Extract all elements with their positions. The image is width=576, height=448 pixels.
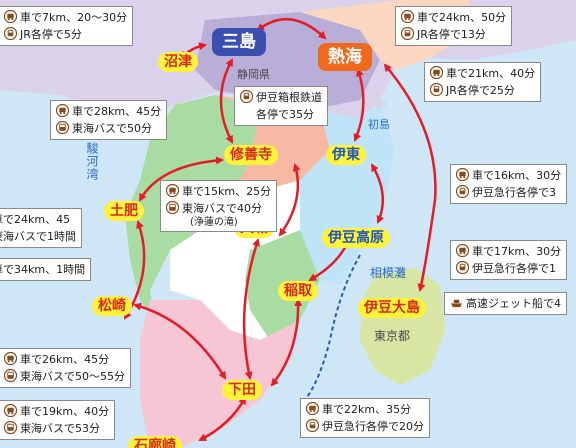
train-icon xyxy=(430,83,443,96)
place-izukogen: 伊豆高原 xyxy=(322,228,390,248)
route-arrows xyxy=(123,18,437,442)
route-matsuzaki-shimoda xyxy=(133,302,227,380)
place-toi: 土肥 xyxy=(104,201,144,221)
place-shuzenji: 修善寺 xyxy=(224,145,278,165)
place-izuoshima: 伊豆大島 xyxy=(358,298,426,318)
train-icon xyxy=(306,419,319,432)
train-route-text: JR各停で5分 xyxy=(20,28,82,41)
ferry-route-text: 高速ジェット船で4 xyxy=(466,297,561,310)
info-shuzenji-toi: 車で28km、45分 東海バスで50分 xyxy=(50,100,168,140)
route-shuzenji-amagi xyxy=(278,163,301,237)
route-shuzenji-toi xyxy=(138,156,224,202)
train-route-text: JR各停で25分 xyxy=(446,84,515,97)
train-icon xyxy=(456,185,469,198)
train-icon xyxy=(240,90,253,103)
waterfall-note: (浄蓮の滝) xyxy=(190,217,238,228)
train-route-text: 伊豆急行各停で3 xyxy=(472,186,556,199)
place-numazu: 沼津 xyxy=(158,52,198,72)
info-mishima-numazu: 車で7km、20〜30分 JR各停で5分 xyxy=(0,6,134,46)
info-matsuzaki-shimoda: 車で26km、45分 東海バスで50〜55分 xyxy=(0,348,131,388)
info-mishima-shuzenji: 伊豆箱根鉄道 各停で35分 xyxy=(234,86,328,126)
info-toi-matsuzaki: 車で24km、45 東海バスで1時間 xyxy=(0,208,82,248)
place-ishirozaki: 石廊崎 xyxy=(128,436,182,448)
info-shuzenji-amagi: 車で15km、25分 東海バスで40分 (浄蓮の滝) xyxy=(160,180,278,232)
train-route-text: 伊豆急行各停で1 xyxy=(472,262,556,275)
bus-icon xyxy=(4,369,17,382)
bus-icon xyxy=(56,121,69,134)
route-ito-izukogen xyxy=(370,163,385,224)
train-route-text: 伊豆箱根鉄道 xyxy=(256,91,322,104)
car-route-text: 車で21km、40分 xyxy=(446,67,536,80)
car-icon xyxy=(56,104,69,117)
train-icon xyxy=(401,27,414,40)
car-route-text: 車で7km、20〜30分 xyxy=(20,11,128,24)
train-route-text: 伊豆急行各停で20分 xyxy=(322,420,424,433)
car-route-text: 車で17km、30分 xyxy=(472,245,562,258)
car-icon xyxy=(401,10,414,23)
route-mishima-shuzenji xyxy=(219,58,234,144)
ferry-icon xyxy=(450,299,463,308)
car-icon xyxy=(166,184,179,197)
bus-route-text: 東海バスで53分 xyxy=(20,422,100,435)
car-route-text: 車で19km、40分 xyxy=(20,405,110,418)
car-route-text: 車で34km、1時間 xyxy=(0,263,86,276)
bus-icon xyxy=(4,421,17,434)
train-icon xyxy=(4,27,17,40)
info-izukogen-inatori: 車で17km、30分 伊豆急行各停で1 xyxy=(450,240,568,280)
bus-route-text: 東海バスで50〜55分 xyxy=(20,370,125,383)
car-icon xyxy=(306,402,319,415)
route-amagi-shimoda xyxy=(242,238,260,380)
car-route-text: 車で28km、45分 xyxy=(72,105,162,118)
region-hatsushima: 初島 xyxy=(368,118,390,131)
car-icon xyxy=(430,66,443,79)
bus-icon xyxy=(166,201,179,214)
route-inatori-shimoda xyxy=(270,298,303,387)
route-atami-ito xyxy=(353,68,365,142)
car-route-text: 車で24km、45 xyxy=(0,213,71,226)
place-shimoda: 下田 xyxy=(222,380,262,400)
place-ito: 伊東 xyxy=(326,145,366,165)
place-matsuzaki: 松崎 xyxy=(92,296,132,316)
train-route-text: JR各停で13分 xyxy=(417,28,486,41)
info-matsuzaki-amagi: 車で34km、1時間 xyxy=(0,258,92,281)
bus-route-text: 東海バスで50分 xyxy=(72,122,152,135)
info-shimoda-ishirozaki: 車で19km、40分 東海バスで53分 xyxy=(0,400,116,440)
car-route-text: 車で22km、35分 xyxy=(322,403,412,416)
train-time-text: 各停で35分 xyxy=(256,108,314,121)
car-route-text: 車で16km、30分 xyxy=(472,169,562,182)
car-icon xyxy=(4,10,17,23)
info-atami-ito: 車で21km、40分 JR各停で25分 xyxy=(424,62,542,102)
place-inatori: 稲取 xyxy=(278,281,318,301)
car-icon xyxy=(456,168,469,181)
info-atami-oshima: 高速ジェット船で4 xyxy=(444,292,567,315)
car-route-text: 車で15km、25分 xyxy=(182,185,272,198)
route-mishima-atami xyxy=(256,18,327,40)
car-icon xyxy=(456,244,469,257)
izu-oshima-island xyxy=(360,268,445,385)
train-icon xyxy=(456,261,469,274)
region-sagami-sea: 相模灘 xyxy=(370,266,407,280)
route-shimoda-ishirozaki xyxy=(198,396,247,442)
car-route-text: 車で24km、50分 xyxy=(417,11,507,24)
bus-route-text: 東海バスで40分 xyxy=(182,202,262,215)
hatsushima-island xyxy=(374,100,386,108)
region-suruga-bay: 駿河湾 xyxy=(85,142,99,181)
bus-route-text: 東海バスで1時間 xyxy=(0,230,76,243)
info-mishima-atami: 車で24km、50分 JR各停で13分 xyxy=(395,6,513,46)
car-icon xyxy=(4,352,17,365)
info-inatori-shimoda: 車で22km、35分 伊豆急行各停で20分 xyxy=(300,398,430,438)
route-atami-oshima xyxy=(383,63,437,292)
car-icon xyxy=(4,404,17,417)
region-tokyo: 東京都 xyxy=(374,329,411,343)
info-ito-izukogen: 車で16km、30分 伊豆急行各停で3 xyxy=(450,164,568,204)
region-shizuoka: 静岡県 xyxy=(237,68,270,81)
car-route-text: 車で26km、45分 xyxy=(20,353,110,366)
place-atami: 熱海 xyxy=(318,43,372,71)
place-mishima: 三島 xyxy=(212,28,266,56)
